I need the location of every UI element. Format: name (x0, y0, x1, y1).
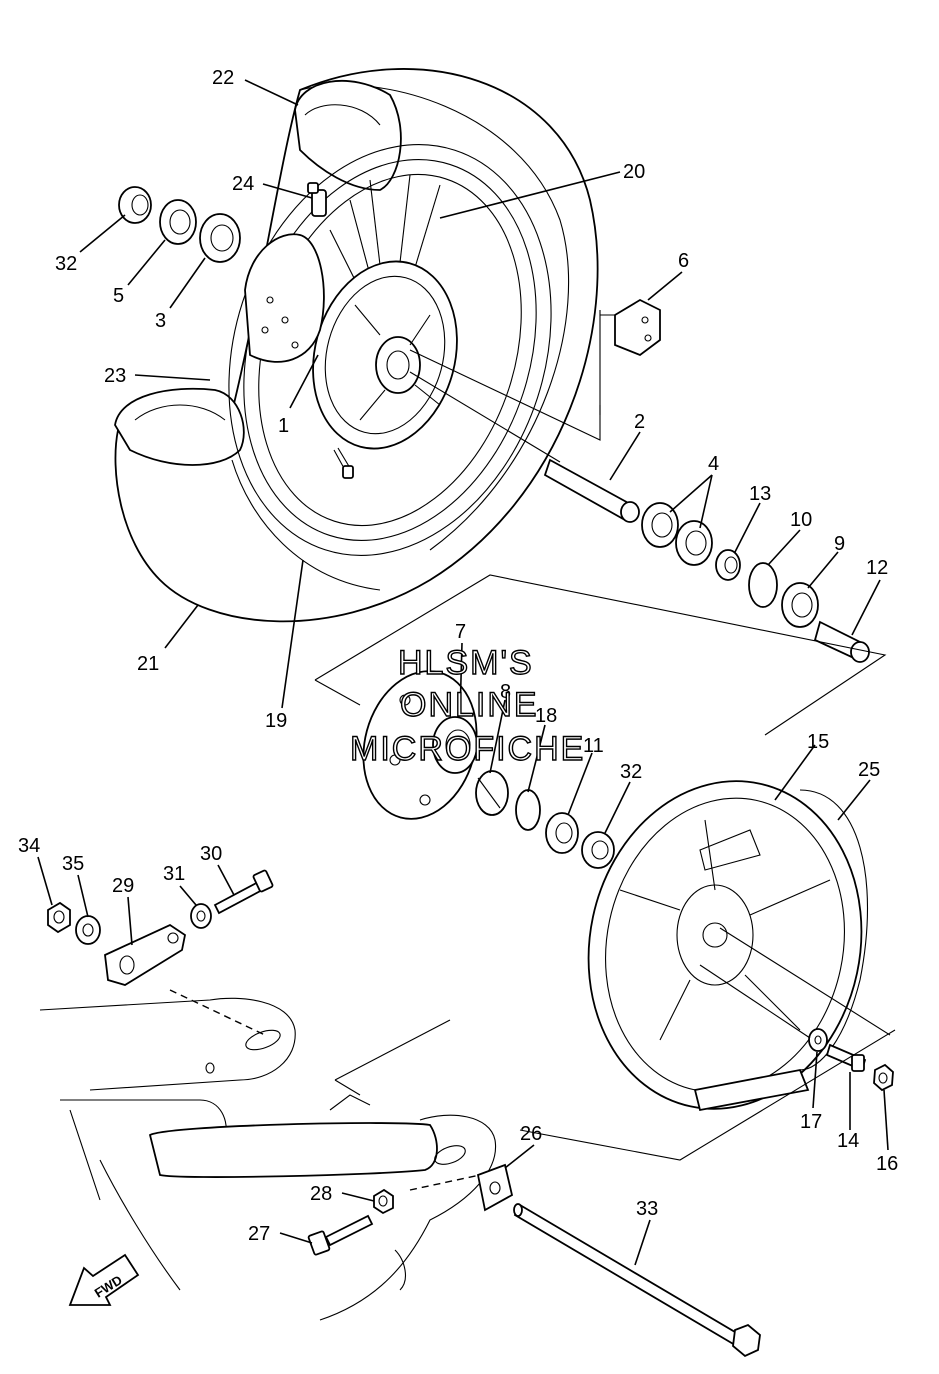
callout-33: 33 (636, 1198, 658, 1220)
callout-6: 6 (678, 250, 689, 272)
watermark: HLSM'S ONLINE MICROFICHE (349, 643, 585, 768)
collar-12 (813, 620, 870, 663)
nut-34 (47, 901, 71, 934)
callout-26: 26 (520, 1123, 542, 1145)
wheel-axle-33 (513, 1203, 761, 1358)
callout-31: 31 (163, 863, 185, 885)
callout-17: 17 (800, 1111, 822, 1133)
callout-12: 12 (866, 557, 888, 579)
callout-4: 4 (708, 453, 719, 475)
inner-tube-bottom (114, 387, 245, 466)
bolt-27 (307, 1214, 374, 1256)
bearing-4 (641, 502, 713, 566)
callout-5: 5 (113, 285, 124, 307)
circlip-18 (515, 789, 541, 831)
inner-tube-top (294, 79, 402, 191)
callout-1: 1 (278, 415, 289, 437)
callout-10: 10 (790, 509, 812, 531)
nut-31 (190, 903, 212, 929)
leader-lines (37, 79, 889, 1266)
damper-6 (614, 298, 661, 357)
oil-seal-5 (159, 199, 197, 245)
callout-7: 7 (455, 621, 466, 643)
adjuster-plate-29 (104, 923, 187, 986)
callout-28: 28 (310, 1183, 332, 1205)
callout-20: 20 (623, 161, 645, 183)
rear-pulley (587, 780, 863, 1110)
bearing-3 (199, 213, 241, 263)
callout-19: 19 (265, 710, 287, 732)
callout-8: 8 (500, 681, 511, 703)
callout-14: 14 (837, 1130, 859, 1152)
brake-disc (244, 233, 325, 363)
detail-box-pulley (334, 1019, 896, 1161)
collar-13 (715, 549, 741, 581)
callout-15: 15 (807, 731, 829, 753)
chain-puller-26 (476, 1163, 514, 1212)
collar-32-top (118, 186, 152, 224)
bearing-9 (781, 582, 819, 628)
callout-2: 2 (634, 411, 645, 433)
callout-32-mid: 32 (620, 761, 642, 783)
callout-32-top: 32 (55, 253, 77, 275)
callout-9: 9 (834, 533, 845, 555)
detail-box-hub (314, 574, 887, 736)
washer-35 (75, 915, 101, 945)
circlip-10 (748, 562, 778, 608)
fwd-direction-arrow: FWD (68, 1253, 140, 1306)
callout-11: 11 (583, 735, 604, 757)
callout-18: 18 (535, 705, 557, 727)
callout-29: 29 (112, 875, 134, 897)
hub (312, 260, 458, 450)
callout-3: 3 (155, 310, 166, 332)
adjusting-bolt-30 (213, 869, 274, 915)
callout-22: 22 (212, 67, 234, 89)
drive-belt (693, 789, 869, 1112)
callout-25: 25 (858, 759, 880, 781)
axle-spacer-2 (543, 458, 640, 523)
callout-16: 16 (876, 1153, 898, 1175)
callout-21: 21 (137, 653, 159, 675)
callout-35: 35 (62, 853, 84, 875)
callout-30: 30 (200, 843, 222, 865)
callout-23: 23 (104, 365, 126, 387)
watermark-line-2: ONLINE (400, 686, 539, 724)
collar-32-mid (581, 831, 615, 869)
nut-28 (373, 1188, 394, 1215)
nut-16 (873, 1063, 894, 1092)
callout-13: 13 (749, 483, 771, 505)
watermark-line-1: HLSM'S (398, 644, 534, 682)
center-lines (169, 310, 891, 1191)
callout-24: 24 (232, 173, 254, 195)
bolt-14 (825, 1043, 867, 1072)
bearing-8 (475, 770, 509, 816)
callout-27: 27 (248, 1223, 270, 1245)
swingarm (39, 997, 497, 1321)
washer-17 (808, 1028, 828, 1052)
oil-seal-11 (545, 812, 579, 854)
callout-labels: 22 24 20 32 5 3 6 23 1 2 4 13 10 9 12 21… (18, 67, 898, 1245)
watermark-line-3: MICROFICHE (350, 730, 585, 768)
callout-34: 34 (18, 835, 40, 857)
driven-sprocket-hub-7 (362, 670, 478, 820)
valve (307, 182, 354, 479)
